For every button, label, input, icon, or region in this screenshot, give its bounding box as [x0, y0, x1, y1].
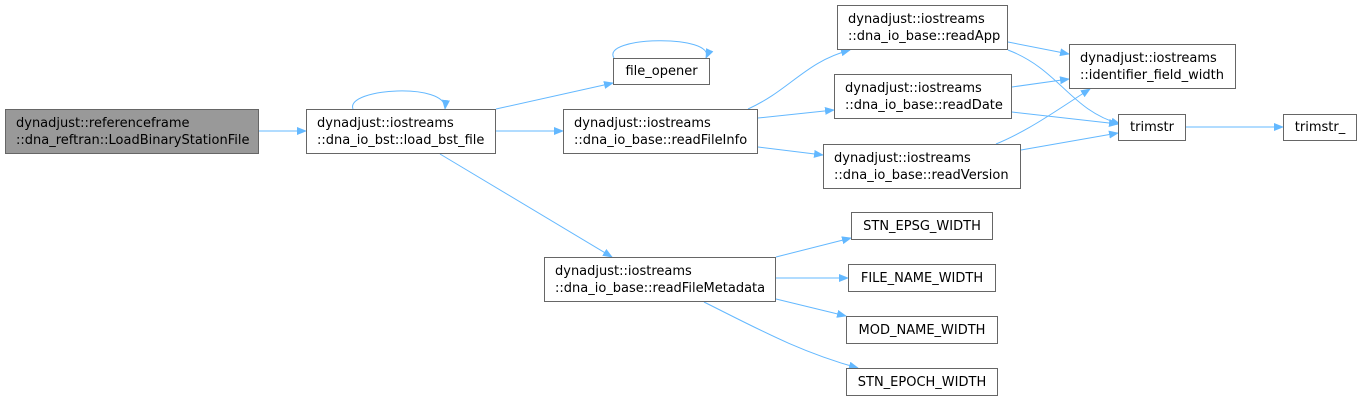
node-label-line-2: ::dna_io_base::readVersion [834, 167, 1009, 183]
edge-load-bst-file-self [352, 90, 450, 110]
edge-read-version-to-identifier-field-width [995, 88, 1091, 145]
node-label: STN_EPSG_WIDTH [863, 218, 981, 234]
node-read-file-info[interactable]: dynadjust::iostreams ::dna_io_base::read… [563, 109, 758, 154]
edge-read-file-info-to-read-app [747, 48, 851, 110]
edge-read-version-to-trimstr [1020, 130, 1119, 151]
node-label-line-2: ::dna_io_base::readApp [848, 28, 1001, 44]
node-read-file-metadata[interactable]: dynadjust::iostreams ::dna_io_base::read… [544, 257, 776, 302]
node-file-opener[interactable]: file_opener [613, 58, 710, 85]
node-label-line-2: ::dna_io_base::readDate [845, 97, 1003, 113]
node-load-bst-file[interactable]: dynadjust::iostreams ::dna_io_bst::load_… [306, 109, 496, 154]
edge-read-file-info-to-read-version [757, 146, 824, 158]
edge-load-bst-file-to-file-opener [495, 81, 614, 110]
edge-read-date-to-trimstr [1011, 111, 1119, 127]
node-read-app[interactable]: dynadjust::iostreams ::dna_io_base::read… [837, 5, 1008, 50]
node-label: FILE_NAME_WIDTH [860, 270, 984, 286]
node-label-line-2: ::dna_io_base::readFileMetadata [555, 280, 766, 296]
node-label-line-1: dynadjust::iostreams [845, 80, 982, 96]
node-trimstr[interactable]: trimstr [1118, 114, 1186, 141]
edge-read-date-to-identifier-field-width [1011, 76, 1070, 88]
node-label-line-2: ::dna_io_base::readFileInfo [574, 132, 748, 148]
edge-read-file-metadata-to-stn-epoch-width [703, 301, 859, 370]
node-mod-name-width[interactable]: MOD_NAME_WIDTH [846, 316, 998, 344]
node-label-line-1: dynadjust::iostreams [574, 115, 711, 131]
edge-read-file-info-to-read-date [757, 106, 835, 119]
node-label: trimstr [1130, 120, 1174, 135]
node-stn-epoch-width[interactable]: STN_EPOCH_WIDTH [846, 368, 998, 396]
edge-read-file-metadata-to-stn-epsg-width [775, 236, 852, 258]
node-label-line-1: dynadjust::iostreams [834, 150, 971, 166]
node-label: MOD_NAME_WIDTH [858, 322, 986, 338]
edge-load-bst-file-to-read-file-metadata [439, 153, 613, 258]
node-stn-epsg-width[interactable]: STN_EPSG_WIDTH [851, 212, 993, 240]
node-label: file_opener [625, 64, 698, 79]
edge-read-app-to-identifier-field-width [1007, 41, 1070, 57]
edge-read-file-metadata-to-mod-name-width [775, 298, 847, 318]
node-label-line-2: ::identifier_field_width [1080, 67, 1224, 83]
edge-file-opener-self [612, 40, 714, 59]
node-label-line-1: dynadjust::iostreams [555, 263, 692, 279]
node-load-binary-station-file: dynadjust::referenceframe ::dna_reftran:… [5, 109, 259, 154]
node-label: trimstr_ [1294, 120, 1346, 135]
node-trimstr-underscore[interactable]: trimstr_ [1283, 114, 1357, 141]
node-label-line-2: ::dna_reftran::LoadBinaryStationFile [16, 132, 250, 148]
node-label-line-1: dynadjust::referenceframe [16, 115, 190, 131]
node-read-version[interactable]: dynadjust::iostreams ::dna_io_base::read… [823, 144, 1021, 189]
node-read-date[interactable]: dynadjust::iostreams ::dna_io_base::read… [834, 74, 1012, 119]
node-label-line-1: dynadjust::iostreams [1080, 50, 1217, 66]
node-label-line-2: ::dna_io_bst::load_bst_file [317, 132, 485, 148]
node-file-name-width[interactable]: FILE_NAME_WIDTH [848, 264, 996, 292]
node-label-line-1: dynadjust::iostreams [317, 115, 454, 131]
node-label-line-1: dynadjust::iostreams [848, 11, 985, 27]
node-identifier-field-width[interactable]: dynadjust::iostreams ::identifier_field_… [1069, 44, 1236, 89]
node-label: STN_EPOCH_WIDTH [857, 374, 987, 390]
edge-read-app-to-trimstr [1007, 49, 1121, 126]
